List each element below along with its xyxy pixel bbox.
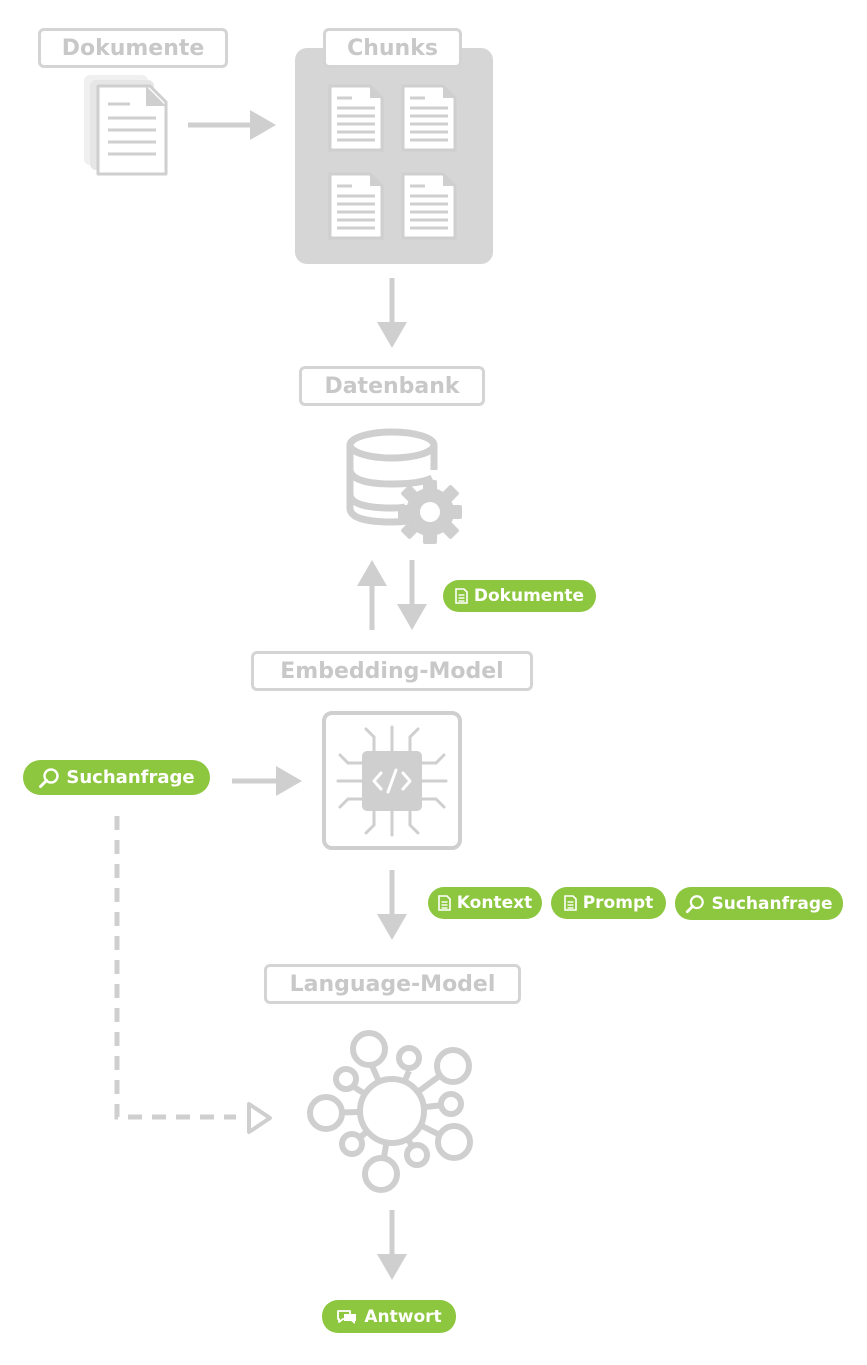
antwort-pill-text: Antwort: [364, 1306, 442, 1327]
magnifier-icon: [685, 894, 705, 914]
prompt-pill: Prompt: [551, 887, 666, 919]
prompt-pill-text: Prompt: [582, 893, 654, 913]
chunk-doc-icon: [401, 172, 457, 240]
kontext-pill-text: Kontext: [456, 893, 533, 913]
datenbank-label: Datenbank: [299, 366, 485, 406]
arrow-right-icon: [188, 110, 276, 140]
kontext-pill: Kontext: [428, 887, 542, 919]
dokumente-pill-text: Dokumente: [473, 586, 585, 606]
chunks-label: Chunks: [323, 28, 462, 68]
document-icon: [563, 895, 577, 911]
suchanfrage-pill: Suchanfrage: [23, 760, 210, 795]
chat-bubbles-icon: [336, 1309, 358, 1325]
chunks-panel: [295, 48, 493, 264]
suchanfrage-pill-text: Suchanfrage: [66, 767, 195, 788]
magnifier-icon: [38, 767, 60, 789]
gear-icon: [398, 480, 462, 544]
chunk-doc-icon: [328, 172, 384, 240]
document-icon: [437, 895, 451, 911]
dokumente-pill: Dokumente: [443, 580, 596, 612]
arrow-up-icon: [357, 560, 387, 630]
dashed-arrow-icon: [114, 816, 272, 1134]
arrow-down-icon: [377, 870, 407, 940]
chunk-doc-icon: [328, 84, 384, 152]
chip-icon: [322, 711, 462, 850]
arrow-down-icon: [377, 1210, 407, 1280]
document-icon: [455, 588, 468, 604]
arrow-down-icon: [397, 560, 427, 630]
suchanfrage-context-pill-text: Suchanfrage: [711, 893, 833, 914]
network-hub-icon: [307, 1030, 473, 1193]
suchanfrage-context-pill: Suchanfrage: [675, 887, 843, 920]
arrow-down-icon: [377, 278, 407, 348]
embedding-model-label: Embedding-Model: [251, 651, 533, 691]
antwort-pill: Antwort: [322, 1300, 456, 1333]
language-model-label: Language-Model: [264, 964, 521, 1004]
chunk-doc-icon: [401, 84, 457, 152]
documents-icon: [84, 75, 168, 176]
dokumente-label: Dokumente: [38, 28, 228, 68]
arrow-right-icon: [232, 766, 302, 796]
